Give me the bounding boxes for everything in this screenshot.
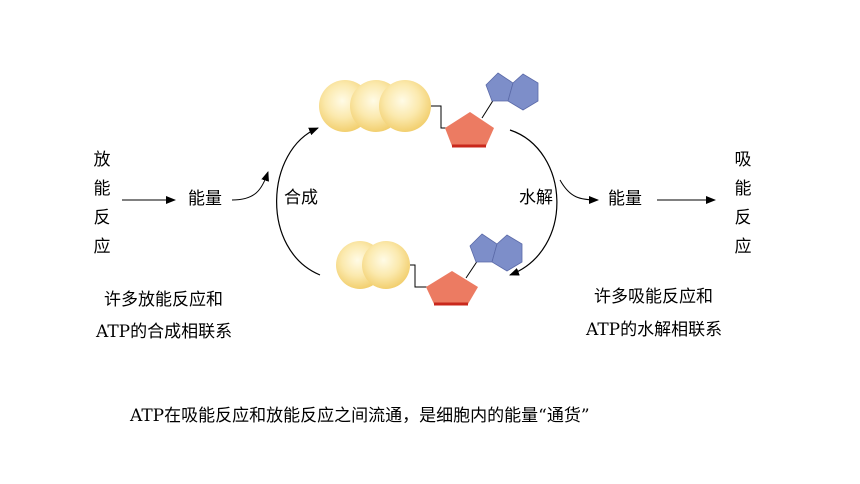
energy-in-arrow bbox=[231, 171, 269, 201]
left-energy-label: 能量 bbox=[188, 189, 222, 209]
right-energy-label: 能量 bbox=[608, 189, 642, 209]
char: 能 bbox=[93, 179, 111, 199]
char: 反 bbox=[93, 208, 111, 228]
ribose-pentagon bbox=[426, 271, 478, 304]
synthesis-label: 合成 bbox=[284, 188, 318, 208]
atp-molecule bbox=[319, 72, 539, 148]
char: 应 bbox=[734, 237, 752, 257]
char: 能 bbox=[734, 179, 752, 199]
right-caption-line1: 许多吸能反应和 bbox=[594, 287, 713, 307]
char: 吸 bbox=[734, 150, 752, 170]
endergonic-reaction-label: 吸 能 反 应 bbox=[733, 146, 753, 262]
phosphate-group bbox=[362, 241, 410, 289]
adenine-hexagon bbox=[491, 234, 523, 272]
summary-text: ATP在吸能反应和放能反应之间流通，是细胞内的能量“通货” bbox=[130, 406, 590, 426]
left-caption-line2: ATP的合成相联系 bbox=[96, 322, 233, 342]
char: 反 bbox=[734, 208, 752, 228]
char: 放 bbox=[93, 150, 111, 170]
adenine-hexagon bbox=[507, 73, 539, 111]
energy-out-arrow bbox=[559, 179, 599, 204]
char: 应 bbox=[93, 237, 111, 257]
adenine-pentagon bbox=[485, 72, 514, 102]
hydrolysis-arc bbox=[509, 129, 558, 276]
adenine-pentagon bbox=[469, 233, 498, 263]
left-caption-line1: 许多放能反应和 bbox=[104, 290, 223, 310]
phosphate-group bbox=[379, 80, 431, 132]
ribose-adenine-bond bbox=[465, 259, 479, 279]
synthesis-arc bbox=[276, 127, 321, 276]
right-caption-line2: ATP的水解相联系 bbox=[586, 320, 723, 340]
ribose-pentagon bbox=[445, 112, 494, 146]
ribose-adenine-bond bbox=[481, 98, 495, 119]
phosphate-ribose-bond bbox=[410, 264, 428, 288]
adp-molecule bbox=[336, 233, 523, 306]
hydrolysis-label: 水解 bbox=[519, 188, 553, 208]
exergonic-reaction-label: 放 能 反 应 bbox=[92, 146, 112, 262]
